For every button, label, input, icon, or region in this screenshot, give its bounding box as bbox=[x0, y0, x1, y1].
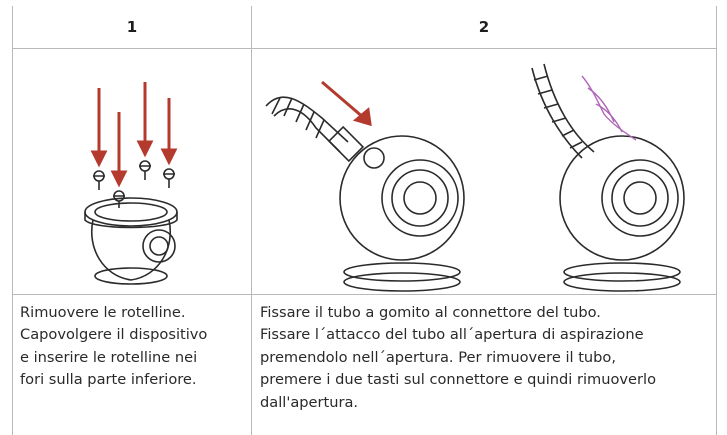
step-2-line: dall'apertura. bbox=[260, 393, 359, 411]
header-divider bbox=[12, 48, 717, 49]
step-2-line: Fissare l´attacco del tubo all´apertura … bbox=[260, 326, 644, 344]
wheel-insertion-drawing bbox=[84, 82, 178, 285]
insert-arrow bbox=[321, 80, 372, 127]
step-1-text: Rimuovere le rotelline. Capovolgere il d… bbox=[20, 302, 246, 392]
step-1-line: Rimuovere le rotelline. bbox=[20, 304, 186, 321]
table-right-border bbox=[716, 6, 717, 435]
hose-right bbox=[531, 63, 595, 159]
step-1-line: e inserire le rotelline nei bbox=[20, 348, 198, 366]
device-intake-ring bbox=[142, 229, 176, 263]
hose-left bbox=[265, 96, 365, 163]
step-2-header: 2 bbox=[252, 6, 716, 48]
step-2-line: Fissare il tubo a gomito al connettore d… bbox=[260, 304, 601, 321]
hose-attachment-drawing bbox=[265, 63, 685, 292]
device-bottom bbox=[94, 267, 168, 285]
instruction-table: 1 2 bbox=[12, 6, 717, 435]
down-arrows bbox=[90, 82, 178, 188]
image-divider bbox=[12, 294, 717, 295]
device-right bbox=[559, 135, 685, 292]
table-left-border bbox=[12, 6, 13, 435]
device-left bbox=[339, 135, 465, 292]
step-1-illustration bbox=[13, 48, 251, 294]
step-1-header: 1 bbox=[13, 6, 251, 48]
column-divider bbox=[251, 6, 252, 435]
step-1-line: Capovolgere il dispositivo bbox=[20, 326, 208, 344]
step-2-text: Fissare il tubo a gomito al connettore d… bbox=[260, 302, 712, 414]
step-2-line: premere i due tasti sul connettore e qui… bbox=[260, 371, 657, 389]
wheel-icons bbox=[93, 160, 175, 208]
step-2-illustration bbox=[252, 48, 716, 294]
step-1-line: fori sulla parte inferiore. bbox=[20, 371, 197, 389]
hand-outline bbox=[581, 75, 637, 141]
device-body bbox=[91, 219, 171, 281]
step-2-line: premendolo nell´apertura. Per rimuovere … bbox=[260, 348, 617, 366]
base-plate-edge bbox=[84, 212, 178, 229]
